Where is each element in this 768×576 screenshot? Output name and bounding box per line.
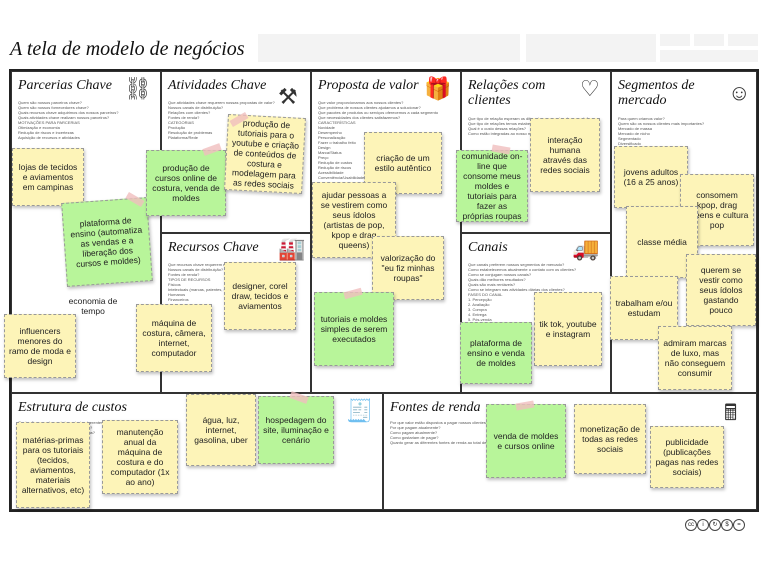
header-field-iteration (728, 34, 758, 46)
block-title: Parcerias Chave (18, 78, 112, 93)
block-questions: Quem são nossos parceiros chave?Quem são… (18, 100, 119, 140)
block-title: Recursos Chave (168, 240, 259, 255)
block-title: Relações com clientes (468, 78, 546, 108)
sticky-note[interactable]: matérias-primas para os tutoriais (tecid… (16, 422, 90, 508)
block-title: Estrutura de custos (18, 400, 127, 415)
nd-icon: = (733, 519, 745, 531)
block-questions: Que canais preferem nossos segmentos de … (468, 262, 577, 322)
header-field-designed-by (526, 34, 656, 62)
heart-icon: ♡ (580, 76, 600, 101)
factory-icon: 🏭 (278, 236, 306, 261)
sticky-note[interactable]: produção de tutoriais para o youtube e c… (224, 114, 306, 194)
sa-icon: ↻ (709, 519, 721, 531)
sticky-note[interactable]: monetização de todas as redes sociais (574, 404, 646, 474)
block-title: Canais (468, 240, 508, 255)
block-title: Fontes de renda (390, 400, 481, 415)
block-title: Proposta de valor (318, 78, 419, 93)
truck-icon: 🚚 (572, 236, 600, 261)
header-field-designed-for (258, 34, 520, 62)
sticky-note[interactable]: jovens adultos (16 a 25 anos) (614, 146, 688, 208)
gift-icon: 🎁 (424, 76, 452, 101)
nc-icon: $ (721, 519, 733, 531)
by-icon: i (697, 519, 709, 531)
worker-icon: ⚒ (278, 84, 298, 109)
receipt-icon: 🧾 (346, 398, 374, 423)
sticky-note[interactable]: venda de moldes e cursos online (486, 404, 566, 478)
sticky-note[interactable]: influencers menores do ramo de moda e de… (4, 314, 76, 378)
sticky-note[interactable]: plataforma de ensino e venda de moldes (460, 322, 532, 384)
block-questions: Por que valor estão dispostos a pagar no… (390, 420, 504, 445)
block-questions: Que atividades chave requerem nossas pro… (168, 100, 275, 140)
sticky-note[interactable]: querem se vestir como seus ídolos gastan… (686, 254, 756, 326)
sticky-note[interactable]: designer, corel draw, tecidos e aviament… (224, 262, 296, 330)
note-text: economia de tempo (68, 296, 118, 316)
sticky-note[interactable]: lojas de tecidos e aviamentos em campina… (12, 148, 84, 206)
sticky-note[interactable]: manutenção anual da máquina de costura e… (102, 420, 178, 494)
sticky-note[interactable]: publicidade (publicações pagas nas redes… (650, 426, 724, 488)
chain-icon: ⛓ (124, 76, 152, 101)
sticky-note[interactable]: admiram marcas de luxo, mas não consegue… (658, 326, 732, 390)
page-title: A tela de modelo de negócios (10, 38, 245, 60)
block-title: Atividades Chave (168, 78, 267, 93)
sticky-note[interactable]: tutoriais e moldes simples de serem exec… (314, 292, 394, 366)
sticky-note[interactable]: produção de cursos online de costura, ve… (146, 150, 226, 216)
header-field-extra (660, 50, 758, 62)
block-questions: Que valor proporcionamos aos nossos clie… (318, 100, 438, 180)
sticky-note[interactable]: comunidade on-line que consome meus mold… (456, 150, 528, 222)
sticky-note[interactable]: máquina de costura, câmera, internet, co… (136, 304, 212, 372)
block-questions: Que recursos chave requerem nossas propo… (168, 262, 273, 302)
sticky-note[interactable]: água, luz, internet, gasolina, uber (186, 394, 256, 466)
block-title: Segmentos de mercado (618, 78, 695, 108)
sticky-note[interactable]: interação humana através das redes socia… (530, 118, 600, 192)
header-field-version (694, 34, 724, 46)
cc-icon: cc (685, 519, 697, 531)
header-field-date (660, 34, 690, 46)
block-questions: Que tipo de relação esperam os diferente… (468, 116, 588, 136)
sticky-note[interactable]: valorização do "eu fiz minhas roupas" (372, 236, 444, 300)
person-icon: ☺ (728, 80, 751, 105)
sticky-note[interactable]: plataforma de ensino (automatiza as vend… (61, 197, 153, 287)
cash-register-icon: 🖩 (724, 400, 738, 425)
sticky-note[interactable]: hospedagem do site, iluminação e cenário (258, 396, 334, 464)
sticky-note[interactable]: tik tok, youtube e instagram (534, 292, 602, 366)
